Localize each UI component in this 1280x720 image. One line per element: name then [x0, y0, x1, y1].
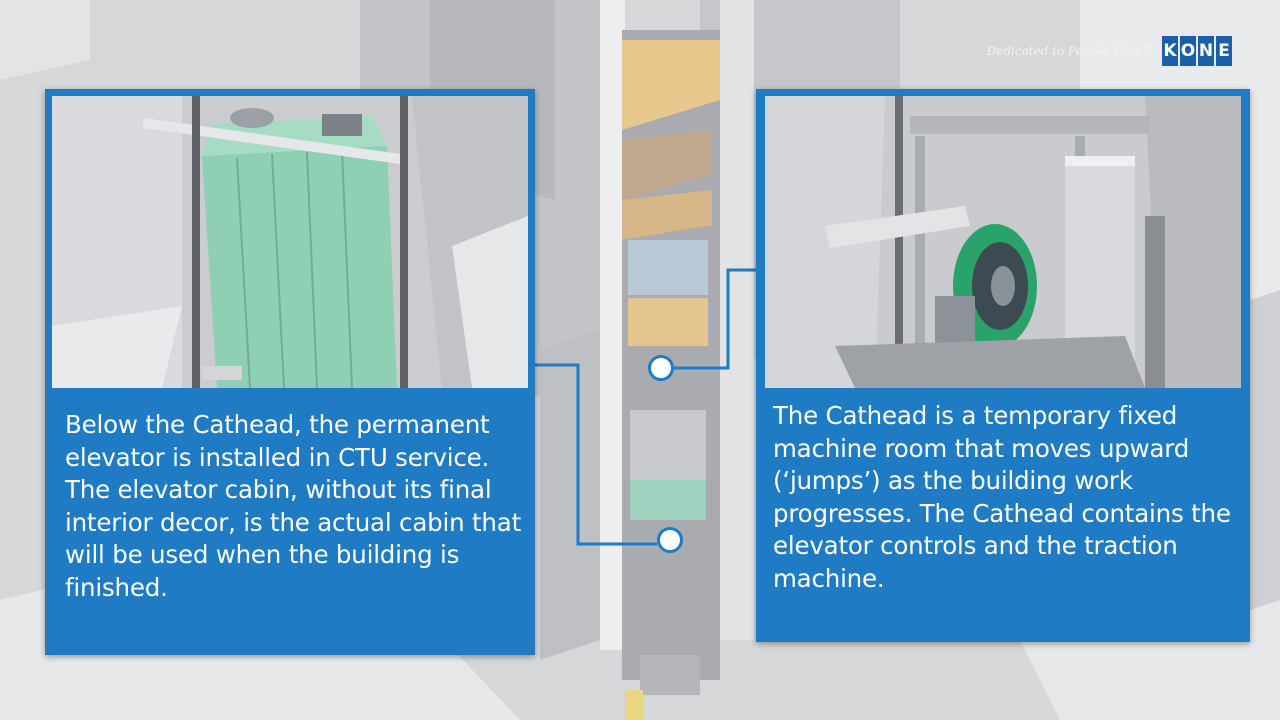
kone-logo: K O N E [1162, 36, 1232, 66]
logo-letter-o: O [1180, 36, 1196, 66]
cathead-callout: The Cathead is a temporary fixed machine… [756, 89, 1250, 642]
logo-letter-n: N [1198, 36, 1214, 66]
elevator-cabin-closeup [52, 96, 528, 388]
cathead-caption: The Cathead is a temporary fixed machine… [773, 401, 1231, 593]
logo-letter-k: K [1162, 36, 1178, 66]
kone-branding: Dedicated to People Flow™ K O N E [987, 36, 1232, 66]
elevator-cabin-caption: Below the Cathead, the permanent elevato… [65, 410, 521, 602]
elevator-cabin-callout: Below the Cathead, the permanent elevato… [45, 89, 535, 655]
callout-marker-cathead [648, 355, 674, 381]
callout-marker-cabin [657, 527, 683, 553]
logo-letter-e: E [1216, 36, 1232, 66]
brand-tagline: Dedicated to People Flow™ [986, 44, 1154, 58]
cathead-machine-room-closeup [765, 96, 1241, 388]
